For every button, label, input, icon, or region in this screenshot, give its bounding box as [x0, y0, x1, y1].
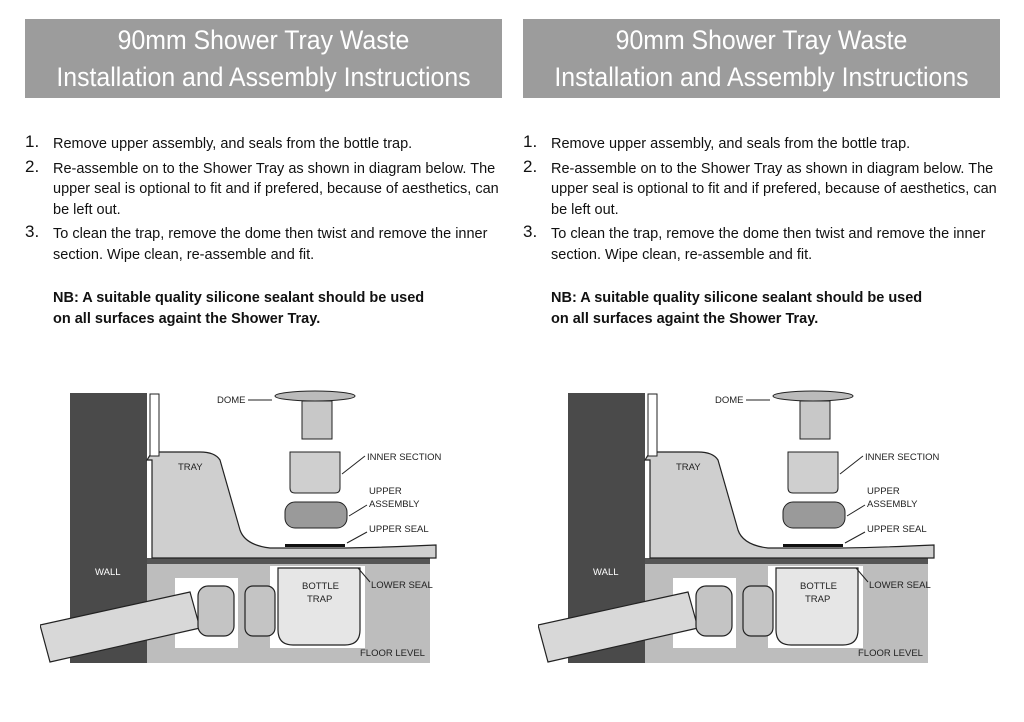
leader-line [839, 455, 864, 475]
upper-seal [783, 544, 843, 547]
nb-note: NB: A suitable quality silicone sealant … [551, 288, 922, 330]
step-text: Remove upper assembly, and seals from th… [53, 136, 413, 152]
inner-section [289, 451, 341, 494]
dome-stem [301, 400, 333, 440]
leader-line [844, 531, 866, 544]
step-2: 2. Re-assemble on to the Shower Tray as … [523, 156, 1003, 221]
nb-line-1: NB: A suitable quality silicone sealant … [551, 290, 923, 306]
leader-line [346, 531, 368, 544]
step-2: 2. Re-assemble on to the Shower Tray as … [25, 156, 505, 221]
tray-upstand [149, 393, 160, 457]
label-upper-assembly-2: ASSEMBLY [867, 499, 918, 510]
instruction-panel-left: 90mm Shower Tray Waste Installation and … [25, 19, 505, 663]
label-bottle-trap-1: BOTTLE [302, 581, 339, 592]
step-number: 3. [25, 222, 40, 241]
label-bottle-trap-2: TRAP [805, 594, 830, 605]
step-3: 3. To clean the trap, remove the dome th… [25, 222, 505, 265]
instruction-panel-right: 90mm Shower Tray Waste Installation and … [498, 0, 1010, 722]
shower-tray [145, 451, 437, 559]
label-upper-seal: UPPER SEAL [369, 524, 429, 535]
compression-nut [197, 585, 235, 637]
compression-nut [244, 585, 276, 637]
title-banner: 90mm Shower Tray Waste Installation and … [25, 19, 502, 98]
upper-assembly [284, 501, 348, 529]
step-list: 1. Remove upper assembly, and seals from… [25, 132, 505, 269]
shower-tray [643, 451, 935, 559]
bottle-trap [775, 567, 859, 646]
label-lower-seal: LOWER SEAL [869, 580, 931, 591]
label-upper-assembly-1: UPPER [369, 486, 402, 497]
step-1: 1. Remove upper assembly, and seals from… [25, 132, 505, 155]
title-line-1: 90mm Shower Tray Waste [117, 25, 410, 55]
title-line-2: Installation and Assembly Instructions [56, 62, 471, 92]
nb-line-2: on all surfaces againt the Shower Tray. [53, 311, 321, 327]
step-number: 2. [523, 156, 538, 176]
nb-line-1: NB: A suitable quality silicone sealant … [53, 290, 425, 306]
upper-seal [285, 544, 345, 547]
leader-line [357, 567, 371, 583]
label-floor-level: FLOOR LEVEL [360, 648, 425, 659]
step-text: To clean the trap, remove the dome then … [551, 226, 986, 263]
step-number: 1. [523, 132, 538, 151]
label-wall: WALL [95, 567, 121, 578]
nb-note: NB: A suitable quality silicone sealant … [53, 288, 424, 330]
step-text: Re-assemble on to the Shower Tray as sho… [551, 160, 997, 218]
label-upper-assembly-1: UPPER [867, 486, 900, 497]
title-line-1: 90mm Shower Tray Waste [615, 25, 908, 55]
step-text: Re-assemble on to the Shower Tray as sho… [53, 160, 499, 218]
leader-line [348, 504, 368, 517]
label-upper-seal: UPPER SEAL [867, 524, 927, 535]
leader-line [846, 504, 866, 517]
step-number: 2. [25, 156, 40, 176]
step-list: 1. Remove upper assembly, and seals from… [523, 132, 1003, 269]
nb-line-2: on all surfaces againt the Shower Tray. [551, 311, 819, 327]
label-dome: DOME [217, 395, 246, 406]
step-3: 3. To clean the trap, remove the dome th… [523, 222, 1003, 265]
label-bottle-trap-2: TRAP [307, 594, 332, 605]
floor-top-edge [147, 558, 430, 564]
leader-line [341, 455, 366, 475]
upper-assembly [782, 501, 846, 529]
label-floor-level: FLOOR LEVEL [858, 648, 923, 659]
tray-upstand [647, 393, 658, 457]
leader-line [855, 567, 869, 583]
label-inner-section: INNER SECTION [865, 452, 940, 463]
compression-nut [695, 585, 733, 637]
label-bottle-trap-1: BOTTLE [800, 581, 837, 592]
inner-section [787, 451, 839, 494]
label-inner-section: INNER SECTION [367, 452, 442, 463]
compression-nut [742, 585, 774, 637]
label-lower-seal: LOWER SEAL [371, 580, 433, 591]
assembly-diagram: DOME INNER SECTION UPPER ASSEMBLY UPPER … [40, 390, 442, 663]
step-number: 3. [523, 222, 538, 241]
step-1: 1. Remove upper assembly, and seals from… [523, 132, 1003, 155]
dome [274, 390, 356, 402]
step-text: Remove upper assembly, and seals from th… [551, 136, 911, 152]
label-wall: WALL [593, 567, 619, 578]
label-tray: TRAY [676, 462, 701, 473]
floor-top-edge [645, 558, 928, 564]
title-banner: 90mm Shower Tray Waste Installation and … [523, 19, 1000, 98]
label-tray: TRAY [178, 462, 203, 473]
label-dome: DOME [715, 395, 744, 406]
bottle-trap [277, 567, 361, 646]
assembly-diagram: DOME INNER SECTION UPPER ASSEMBLY UPPER … [538, 390, 940, 663]
step-text: To clean the trap, remove the dome then … [53, 226, 488, 263]
dome [772, 390, 854, 402]
label-upper-assembly-2: ASSEMBLY [369, 499, 420, 510]
dome-stem [799, 400, 831, 440]
title-line-2: Installation and Assembly Instructions [554, 62, 969, 92]
step-number: 1. [25, 132, 40, 151]
